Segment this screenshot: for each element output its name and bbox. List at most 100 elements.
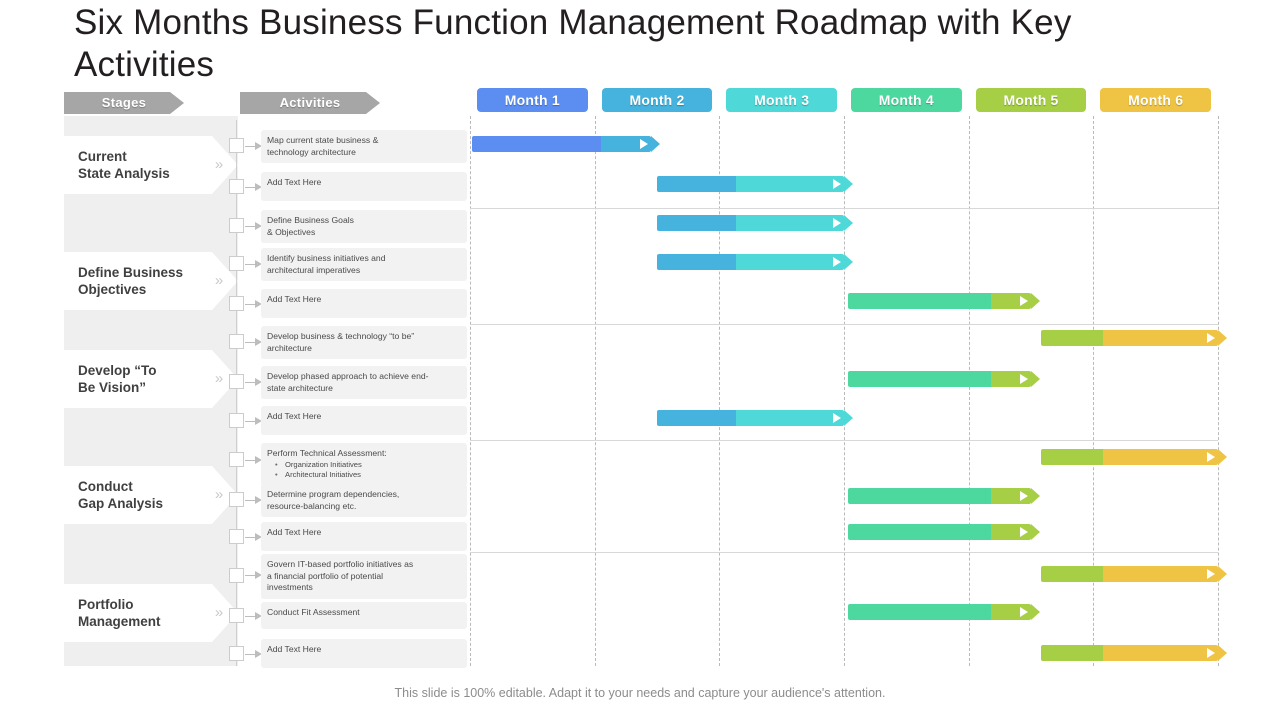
stage-label: Current State Analysis [78,149,170,181]
connector-node [229,138,244,153]
connector-node [229,492,244,507]
activity-item-10[interactable]: Determine program dependencies, resource… [261,484,467,517]
connector-node [229,179,244,194]
gantt-bar-segment-end [735,254,853,270]
stage-chevron-icon: » [214,370,224,387]
activity-item-13[interactable]: Conduct Fit Assessment [261,602,467,629]
stage-label: Conduct Gap Analysis [78,479,164,511]
activity-text: Identify business initiatives and archit… [267,253,386,275]
activity-text: Add Text Here [267,411,322,421]
month-header-3[interactable]: Month 3 [726,88,837,112]
gantt-bar-6[interactable] [1040,330,1227,346]
gantt-bar-arrow-icon [843,176,853,192]
gantt-bar-segment-start [847,293,991,309]
stage-chevron-icon: » [214,156,224,173]
gantt-bar-arrow-icon [1031,293,1040,309]
stage-item-4[interactable]: Conduct Gap Analysis [64,466,238,524]
gantt-bar-segment-start [847,524,991,540]
gantt-bar-7[interactable] [847,371,1040,387]
gantt-bar-tip-marker [1207,333,1215,343]
stage-item-3[interactable]: Develop “To Be Vision” [64,350,238,408]
stage-label: Define Business Objectives [78,265,184,297]
activity-text: Add Text Here [267,294,322,304]
activity-text: Conduct Fit Assessment [267,607,360,617]
gantt-bar-tip-marker [1207,452,1215,462]
stage-item-1[interactable]: Current State Analysis [64,136,238,194]
gantt-bar-tip-marker [639,139,648,149]
gantt-bar-segment-end [990,604,1040,620]
activity-item-2[interactable]: Add Text Here [261,172,467,201]
connector-arrow-icon [255,299,262,308]
month-header-1[interactable]: Month 1 [477,88,588,112]
gantt-bar-12[interactable] [1040,566,1227,582]
gantt-bar-tip-marker [832,218,841,228]
activity-item-7[interactable]: Develop phased approach to achieve end- … [261,366,467,399]
gantt-bar-segment-start [1040,449,1103,465]
gantt-bar-1[interactable] [472,136,660,152]
connector-node [229,334,244,349]
activity-text: Add Text Here [267,177,322,187]
activity-item-11[interactable]: Add Text Here [261,522,467,551]
gantt-bar-14[interactable] [1040,645,1227,661]
month-gridline [1218,116,1220,666]
month-header-2[interactable]: Month 2 [601,88,713,112]
gantt-bar-2[interactable] [657,176,853,192]
gantt-bar-segment-end [735,410,853,426]
stage-chevron-icon: » [214,486,224,503]
connector-arrow-icon [255,495,262,504]
activity-item-14[interactable]: Add Text Here [261,639,467,668]
gantt-bar-arrow-icon [650,136,660,152]
stage-item-2[interactable]: Define Business Objectives [64,252,238,310]
gantt-bar-tip-marker [1207,648,1215,658]
gantt-bar-3[interactable] [657,215,853,231]
footer-note: This slide is 100% editable. Adapt it to… [394,686,886,700]
gantt-bar-tip-marker [1020,491,1028,501]
activity-item-8[interactable]: Add Text Here [261,406,467,435]
gantt-bar-segment-end [600,136,660,152]
connector-arrow-icon [255,649,262,658]
gantt-bar-segment-end [1102,449,1227,465]
gantt-bar-arrow-icon [843,215,853,231]
gantt-bar-tip-marker [1020,296,1028,306]
gantt-bar-4[interactable] [657,254,853,270]
activity-item-4[interactable]: Identify business initiatives and archit… [261,248,467,281]
gantt-bar-segment-end [990,488,1040,504]
stage-divider [470,440,1218,441]
connector-arm [245,575,257,576]
connector-arrow-icon [255,611,262,620]
stage-item-5[interactable]: Portfolio Management [64,584,238,642]
gantt-bar-tip-marker [1020,527,1028,537]
month-gridline [470,116,471,666]
activity-item-5[interactable]: Add Text Here [261,289,467,318]
activity-item-12[interactable]: Govern IT-based portfolio initiatives as… [261,554,467,599]
gantt-bar-segment-end [990,293,1040,309]
gantt-bar-5[interactable] [847,293,1040,309]
month-header-6[interactable]: Month 6 [1100,88,1211,112]
gantt-bar-tip-marker [832,257,841,267]
activity-text: Govern IT-based portfolio initiatives as… [267,559,414,592]
gantt-bar-10[interactable] [847,488,1040,504]
stage-divider [470,552,1218,553]
gantt-bar-11[interactable] [847,524,1040,540]
gantt-bar-segment-start [847,371,991,387]
gantt-bar-segment-start [657,410,736,426]
connector-node [229,374,244,389]
month-header-5[interactable]: Month 5 [975,88,1087,112]
connector-rail [236,120,237,666]
activity-item-6[interactable]: Develop business & technology “to be” ar… [261,326,467,359]
activity-item-3[interactable]: Define Business Goals & Objectives [261,210,467,243]
gantt-bar-segment-end [735,215,853,231]
connector-node [229,296,244,311]
connector-node [229,452,244,467]
gantt-bar-8[interactable] [657,410,853,426]
activity-item-1[interactable]: Map current state business & technology … [261,130,467,163]
month-header-4[interactable]: Month 4 [851,88,962,112]
activity-item-9[interactable]: Perform Technical Assessment:Organizatio… [261,443,467,486]
gantt-bar-13[interactable] [847,604,1040,620]
gantt-bar-9[interactable] [1040,449,1227,465]
connector-arm [245,341,257,343]
connector-node [229,529,244,544]
connector-arrow-icon [255,571,262,579]
activity-text: Add Text Here [267,527,322,537]
